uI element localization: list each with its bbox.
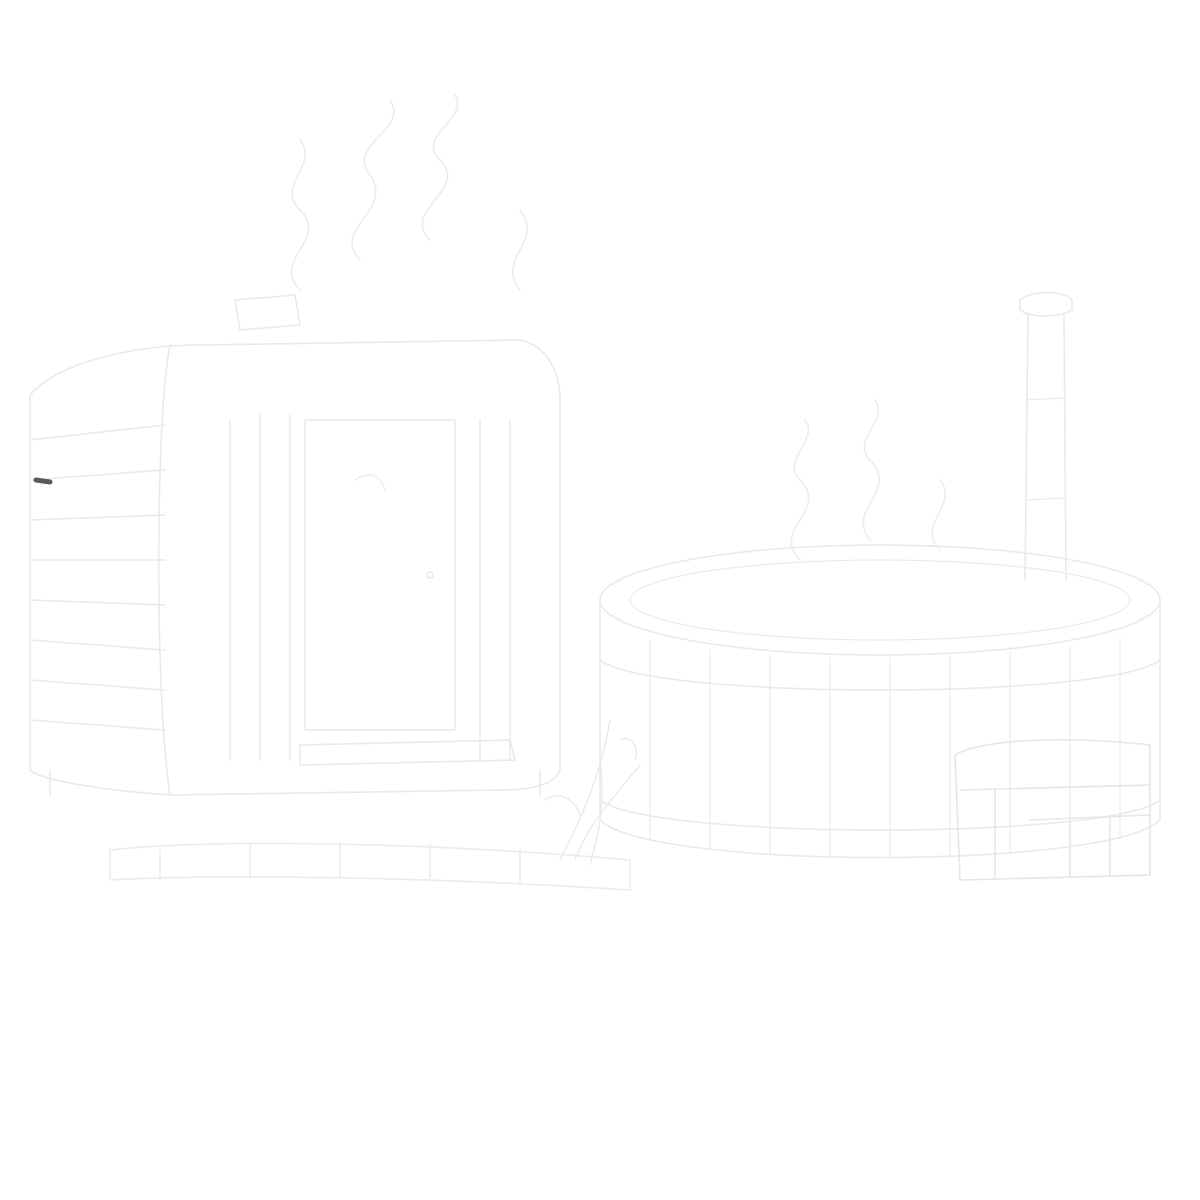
hot-tub-steam-icon <box>790 399 947 561</box>
sauna-latch-mark <box>33 477 53 485</box>
ground-platform <box>109 842 631 891</box>
sauna-step <box>299 739 516 766</box>
sauna-door <box>304 419 456 731</box>
hot-tub-water <box>629 559 1131 641</box>
chimney-icon <box>1019 291 1073 581</box>
sauna-vent <box>234 294 301 331</box>
sauna-barrel-icon <box>29 294 561 796</box>
bench-icon <box>954 739 1151 881</box>
door-handle <box>426 571 434 579</box>
steam-icon <box>290 94 528 291</box>
hot-tub-icon <box>599 544 1161 859</box>
birch-broom-icon <box>544 719 641 866</box>
